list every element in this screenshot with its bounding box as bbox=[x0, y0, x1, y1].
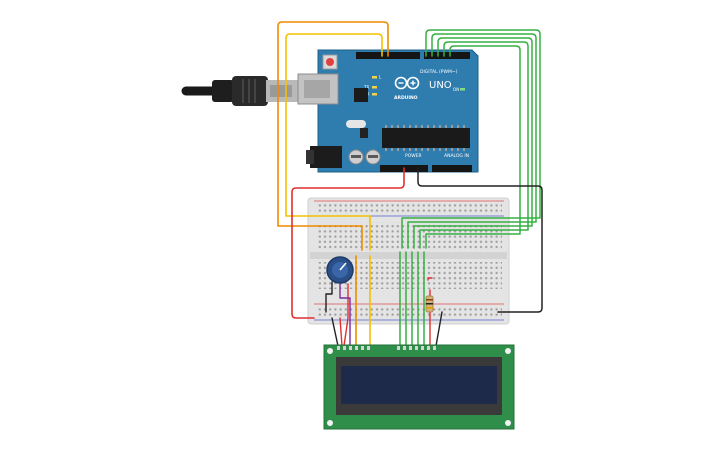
led-on-label: ON bbox=[453, 87, 459, 92]
reset-button-icon bbox=[326, 58, 334, 66]
board-brand: ARDUINO bbox=[394, 95, 418, 101]
lcd-16x2-module bbox=[323, 344, 515, 430]
wire-black-pot bbox=[325, 281, 333, 313]
board-model: UNO bbox=[429, 80, 452, 91]
wire-yellow bbox=[285, 33, 383, 251]
wire-black-gnd bbox=[417, 167, 543, 313]
wire-green-1 bbox=[401, 29, 541, 249]
usb-cable bbox=[181, 76, 298, 106]
wire-purple-pot bbox=[339, 283, 351, 347]
wire-orange bbox=[277, 21, 389, 251]
potentiometer-icon bbox=[326, 256, 354, 284]
digital-label: DIGITAL (PWM~) bbox=[420, 69, 458, 75]
lcd-screen bbox=[341, 366, 497, 404]
wire-green-5 bbox=[425, 45, 521, 249]
analog-label: ANALOG IN bbox=[444, 153, 469, 159]
power-label: POWER bbox=[405, 153, 422, 159]
led-tx-label: TX bbox=[363, 85, 369, 90]
wire-red-backlight bbox=[427, 277, 433, 281]
wires bbox=[277, 21, 543, 347]
arduino-uno-board: DIGITAL (PWM~) UNO ARDUINO L TX RX ON bbox=[297, 49, 479, 173]
wire-red-pot bbox=[343, 283, 349, 347]
wire-green-2 bbox=[407, 33, 537, 249]
led-l-label: L bbox=[379, 75, 382, 80]
wire-green-3 bbox=[413, 37, 533, 249]
wire-red-5v bbox=[291, 167, 405, 319]
wire-green-4 bbox=[419, 41, 529, 249]
resistor-icon bbox=[425, 295, 434, 313]
arduino-logo-icon bbox=[394, 76, 420, 90]
